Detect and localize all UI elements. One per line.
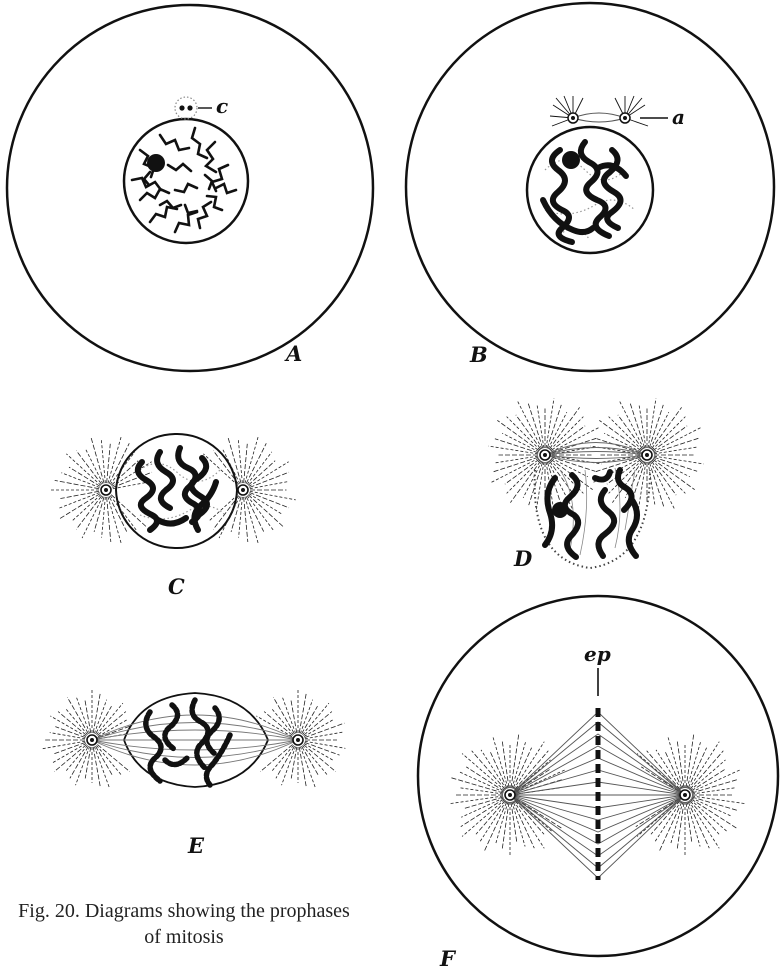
panel-label-e: E [187,833,205,858]
panel-label-d: D [513,546,533,571]
callout-ep: ep [584,642,611,666]
figure-caption: Fig. 20. Diagrams showing the prophases … [14,898,354,950]
panel-d: D [488,398,703,571]
caption-line-1: Fig. 20. Diagrams showing the prophases [14,898,354,924]
nucleus-b [527,127,653,253]
nucleolus-a [147,154,165,172]
callout-a: a [672,105,685,129]
spindle-d [545,443,647,463]
panel-label-f: F [439,946,457,971]
panel-a: c A [7,5,373,371]
callout-c: c [216,94,228,118]
nucleolus-b [562,151,580,169]
nucleolus-d [552,502,568,518]
panel-c: C [49,434,295,599]
panel-f: ep F [418,596,778,971]
panel-e: E [42,689,345,858]
panel-label-b: B [469,342,488,367]
caption-line-2: of mitosis [14,924,354,950]
panel-label-c: C [168,574,185,599]
panel-b: a B [406,3,774,371]
panel-label-a: A [284,341,302,366]
centrosome-c [175,97,197,119]
